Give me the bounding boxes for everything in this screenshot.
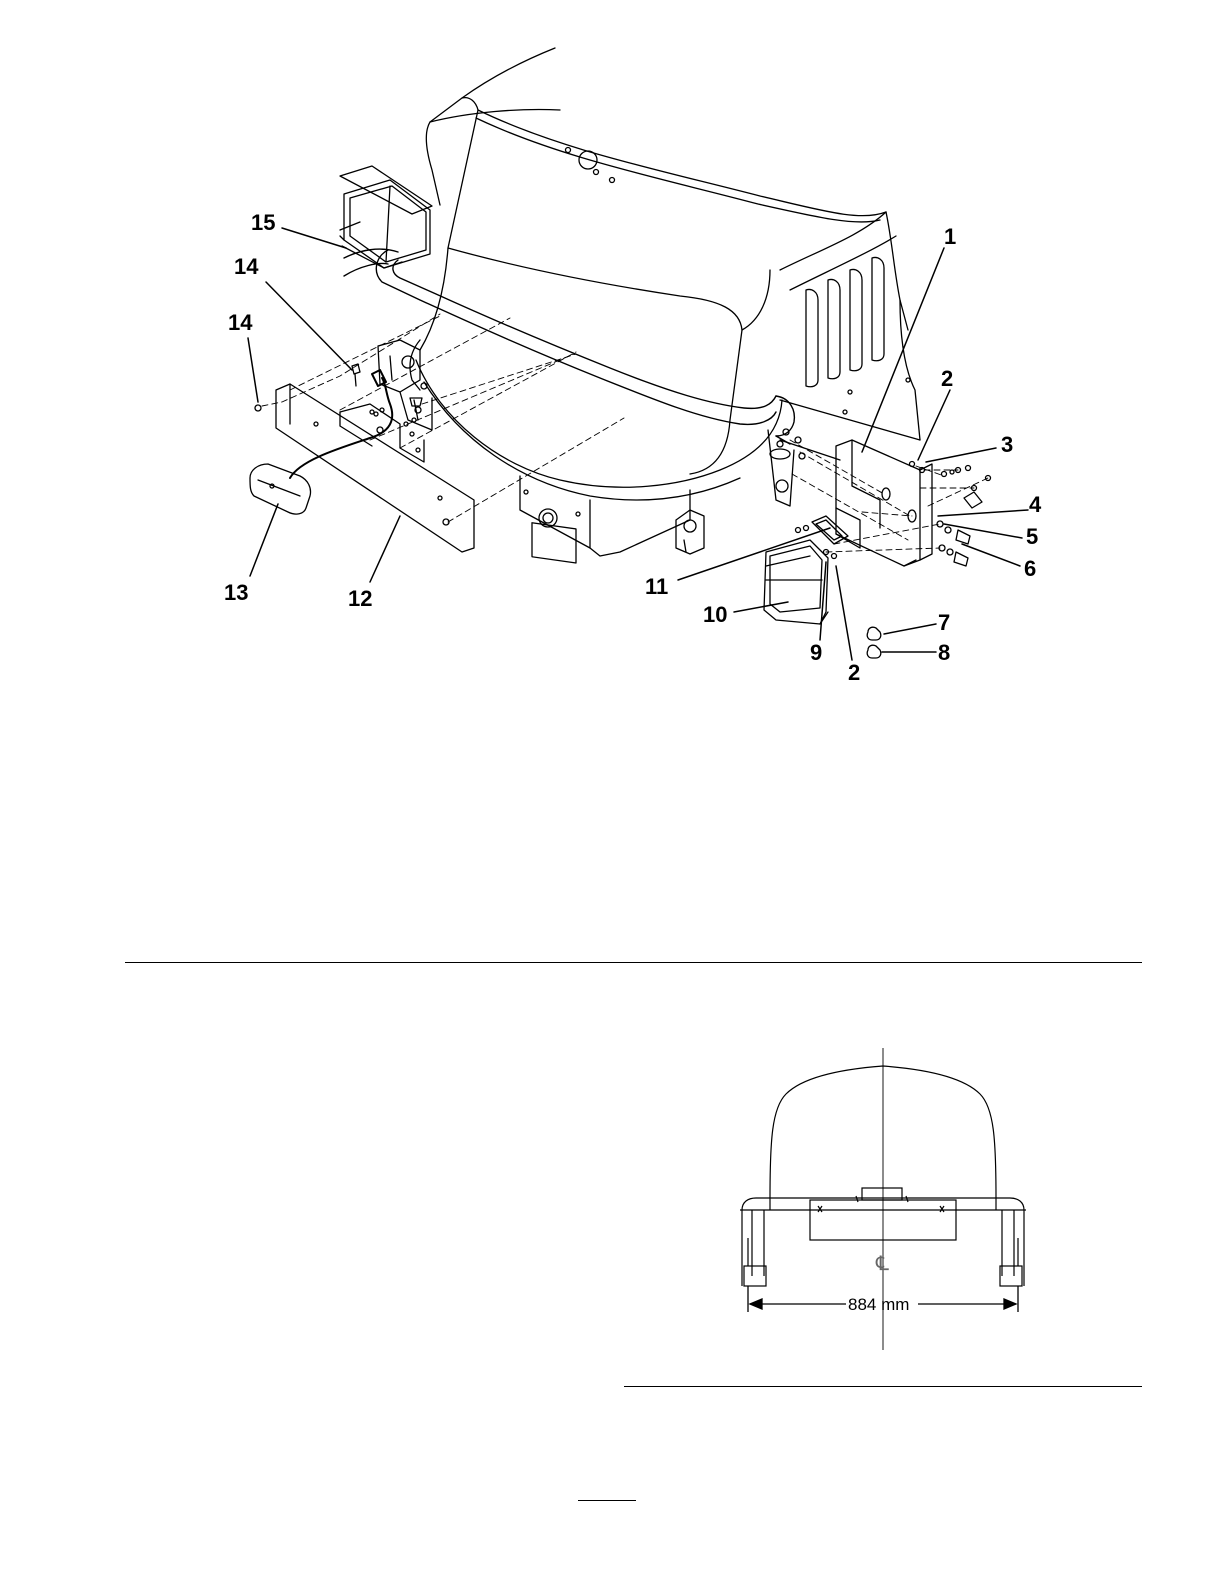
wire-harness [290, 370, 392, 478]
section-divider [125, 962, 1142, 963]
plan-hood-outline [770, 1066, 996, 1198]
callout-10: 10 [703, 602, 727, 627]
light-bracket [836, 440, 932, 566]
figure-divider [624, 1386, 1142, 1387]
callout-3: 3 [1001, 432, 1013, 457]
callout-1: 1 [944, 224, 956, 249]
assembly-lines [262, 314, 988, 552]
gasket [812, 516, 848, 544]
work-light-right [764, 540, 828, 624]
footer-rule [578, 1500, 636, 1501]
callout-12: 12 [348, 586, 372, 611]
callouts: 1 2 3 4 5 6 7 8 9 2 10 11 12 13 14 14 15 [224, 210, 1042, 685]
hood-body [420, 48, 920, 474]
handle-bar [344, 249, 794, 444]
plan-feet [744, 1238, 1022, 1286]
chassis-frame [410, 340, 920, 563]
plan-handle-bar [740, 1198, 1026, 1286]
work-light-left [340, 166, 432, 268]
callout-4: 4 [1029, 492, 1042, 517]
callout-11: 11 [645, 574, 668, 599]
callout-14-upper: 14 [234, 254, 259, 279]
callout-5: 5 [1026, 524, 1038, 549]
license-lamp [250, 464, 311, 514]
plan-plate [810, 1188, 956, 1240]
callout-14-lower: 14 [228, 310, 253, 335]
dimension-label: 884 mm [848, 1295, 909, 1314]
exploded-view-diagram: 1 2 3 4 5 6 7 8 9 2 10 11 12 13 14 14 15 [0, 0, 1224, 720]
fasteners-right [796, 462, 991, 659]
dimension-line [748, 1286, 1018, 1312]
centerline-symbol: ℄ [875, 1253, 889, 1275]
callout-9: 9 [810, 640, 822, 665]
callout-2-top: 2 [941, 366, 953, 391]
callout-6: 6 [1024, 556, 1036, 581]
callout-8: 8 [938, 640, 950, 665]
callout-13: 13 [224, 580, 248, 605]
callout-15: 15 [251, 210, 275, 235]
callout-2-bottom: 2 [848, 660, 860, 685]
callout-7: 7 [938, 610, 950, 635]
